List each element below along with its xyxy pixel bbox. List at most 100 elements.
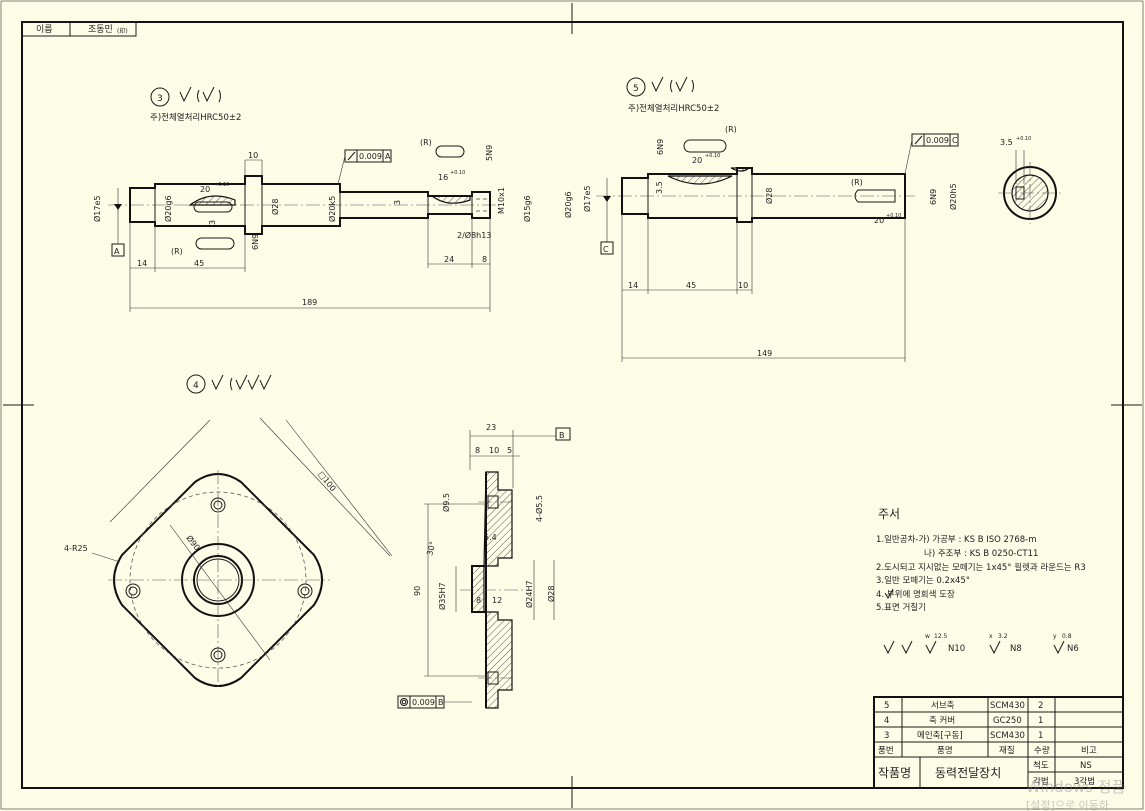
dim-key-20-tol: +0.10 [705, 153, 720, 159]
dim-8b: 8 [476, 596, 481, 605]
row-3-material: SCM430 [990, 731, 1025, 741]
dim-6n9-b: 6N9 [929, 189, 938, 205]
keyway-detail [195, 237, 235, 250]
dim-16-tol: +0.10 [450, 170, 465, 176]
dim-d28: Ø28 [270, 199, 280, 215]
part-number: 3 [157, 94, 163, 104]
dim-d28: Ø28 [764, 188, 774, 204]
dim-d20g6: Ø20g6 [163, 195, 173, 222]
tolerance-datum: B [438, 698, 444, 707]
roughness-symbol-icon [179, 86, 221, 103]
note-line-3: 2.도시되고 지시없는 모떼기는 1x45° 필렛과 라운드는 R3 [876, 562, 1086, 573]
keyway-detail-2 [435, 145, 465, 158]
roughness-n8: N8 [1010, 644, 1022, 654]
header-name: 품명 [937, 745, 953, 756]
dim-4-d5-5: 4-Ø5.5 [534, 495, 544, 522]
projection-value: 3각법 [1074, 776, 1095, 787]
part-3-main-shaft: 3 주)전체열처리HRC50±2 A 0.00 [92, 86, 532, 312]
row-5-qty: 2 [1038, 701, 1043, 711]
dim-8: 8 [482, 255, 487, 264]
tolerance-datum: C [952, 136, 958, 145]
name-suffix: (印) [117, 28, 128, 35]
tolerance-datum: A [385, 152, 391, 161]
dim-d35h7: Ø35H7 [437, 582, 447, 610]
dim-d28: Ø28 [546, 586, 556, 602]
name-label: 이름 [36, 24, 53, 35]
part-5-note: 주)전체열처리HRC50±2 [628, 103, 719, 114]
flange-front-view [113, 473, 323, 687]
dim-45: 45 [686, 281, 696, 290]
part-4-shaft-cover: 4 □100 4-R25 Ø90 [64, 374, 571, 709]
dim-90: 90 [413, 586, 422, 596]
dim-m10: M10x1 [497, 187, 506, 214]
header-note: 비고 [1081, 746, 1097, 756]
datum-c: C [603, 245, 609, 254]
datum-b: B [559, 431, 565, 440]
parts-list: 5 서브축 SCM430 2 4 축 커버 GC250 1 3 메인축[구동] … [878, 701, 1097, 756]
name-value: 조동민 [88, 24, 113, 35]
section-dim-tol: +0.10 [1016, 136, 1031, 142]
dim-3-5: 3.5 [655, 181, 664, 194]
scale-label: 척도 [1033, 761, 1049, 771]
watermark-line-2: [설정]으로 이동하 [1026, 798, 1109, 811]
dim-key-20b-tol: +0.10 [886, 213, 901, 219]
part-number-balloon [626, 77, 646, 97]
dim-149: 149 [757, 349, 772, 358]
dim-d17e5: Ø17e5 [92, 196, 102, 223]
dim-d15g6: Ø15g6 [522, 195, 532, 222]
row-4-no: 4 [884, 716, 889, 726]
note-line-6: 5.표면 거칠기 [876, 602, 926, 613]
watermark-line-1: Windows 정품 [1026, 778, 1125, 796]
label-r1: (R) [725, 125, 737, 134]
note-line-2: 나) 주조부 : KS B 0250-CT11 [924, 549, 1038, 559]
dim-groove: 2/Ø8h13 [457, 230, 491, 240]
dim-10: 10 [248, 151, 258, 160]
dim-3b: 3 [393, 200, 402, 205]
label-r2: (R) [420, 138, 432, 147]
dim-6n9: 6N9 [251, 234, 260, 250]
section-dim-3-5: 3.5 [1000, 138, 1013, 147]
dim-d24h7: Ø24H7 [524, 580, 534, 608]
dim-key-20: 20 [200, 185, 210, 194]
dim-5n9: 5N9 [485, 145, 494, 161]
roughness-label-3-2: 3.2 [998, 633, 1008, 640]
dim-14: 14 [137, 259, 147, 268]
activation-watermark: Windows 정품 [설정]으로 이동하 [1026, 778, 1125, 811]
note-line-4: 3.일반 모떼기는 0.2x45° [876, 575, 970, 586]
dim-24: 24 [444, 255, 454, 264]
dim-3: 3 [208, 220, 217, 225]
label-r2: (R) [851, 178, 863, 187]
dim-key-20: 20 [692, 156, 702, 165]
roughness-legend-icon [883, 640, 1065, 655]
roughness-label-12-5: 12.5 [934, 633, 948, 640]
row-3-qty: 1 [1038, 731, 1043, 741]
part-number: 5 [633, 84, 639, 94]
title-block: 5 서브축 SCM430 2 4 축 커버 GC250 1 3 메인축[구동] … [873, 696, 1124, 789]
dim-key-20b: 20 [874, 216, 884, 225]
roughness-check-icon [884, 588, 894, 599]
row-5-material: SCM430 [990, 701, 1025, 711]
shaft-section-view: 3.5 +0.10 [998, 136, 1062, 224]
keyway-detail [683, 139, 727, 153]
dim-d20g6: Ø20g6 [563, 191, 573, 218]
roughness-symbol-icon [211, 374, 272, 391]
row-4-qty: 1 [1038, 716, 1043, 726]
dim-45: 45 [194, 259, 204, 268]
dim-d9-5: Ø9.5 [441, 493, 451, 512]
general-notes: 주서 1.일반공차-가) 가공부 : KS B ISO 2768-m 나) 주조… [876, 507, 1086, 655]
dim-d17e5: Ø17e5 [582, 186, 592, 213]
notes-heading: 주서 [878, 507, 900, 521]
dim-30deg: 30° [425, 540, 437, 556]
note-line-5: 4. 부위에 명회색 도장 [876, 589, 955, 600]
part-3-note: 주)전체열처리HRC50±2 [150, 112, 241, 123]
project-name: 동력전달장치 [935, 766, 1001, 780]
bolt-holes [125, 497, 313, 663]
roughness-label-w: w [925, 633, 930, 640]
roughness-n10: N10 [948, 644, 965, 654]
dim-14: 14 [628, 281, 638, 290]
datum-a: A [114, 247, 120, 256]
row-5-no: 5 [884, 701, 889, 711]
header-no: 품번 [878, 746, 894, 756]
